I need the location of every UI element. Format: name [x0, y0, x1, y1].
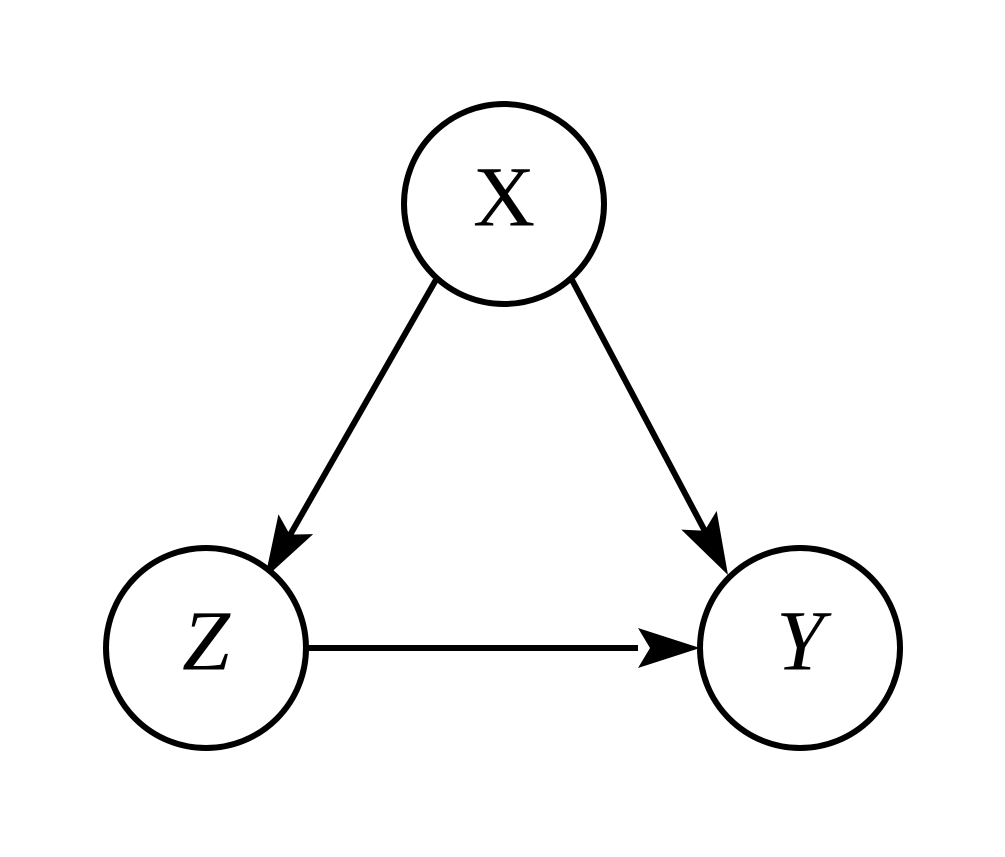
arrowhead-icon-z-to-y — [638, 628, 700, 668]
node-x[interactable]: X — [401, 101, 607, 307]
edges-layer — [265, 276, 728, 668]
edge-line-x-to-z — [275, 276, 440, 558]
edge-x-to-z — [265, 276, 440, 578]
edge-z-to-y — [306, 628, 700, 668]
arrowhead-icon-x-to-z — [265, 514, 314, 578]
edge-line-x-to-y — [568, 276, 719, 554]
node-y[interactable]: Y — [697, 545, 903, 751]
node-label-z: Z — [182, 593, 231, 689]
node-label-x: X — [473, 149, 535, 245]
node-circle-y[interactable] — [697, 545, 903, 751]
edge-x-to-y — [568, 276, 728, 575]
nodes-layer: X Z Y — [103, 101, 903, 751]
node-z[interactable]: Z — [103, 545, 309, 751]
node-circle-x[interactable] — [401, 101, 607, 307]
node-circle-z[interactable] — [103, 545, 309, 751]
arrowhead-icon-x-to-y — [681, 510, 728, 575]
node-label-y: Y — [776, 593, 832, 689]
